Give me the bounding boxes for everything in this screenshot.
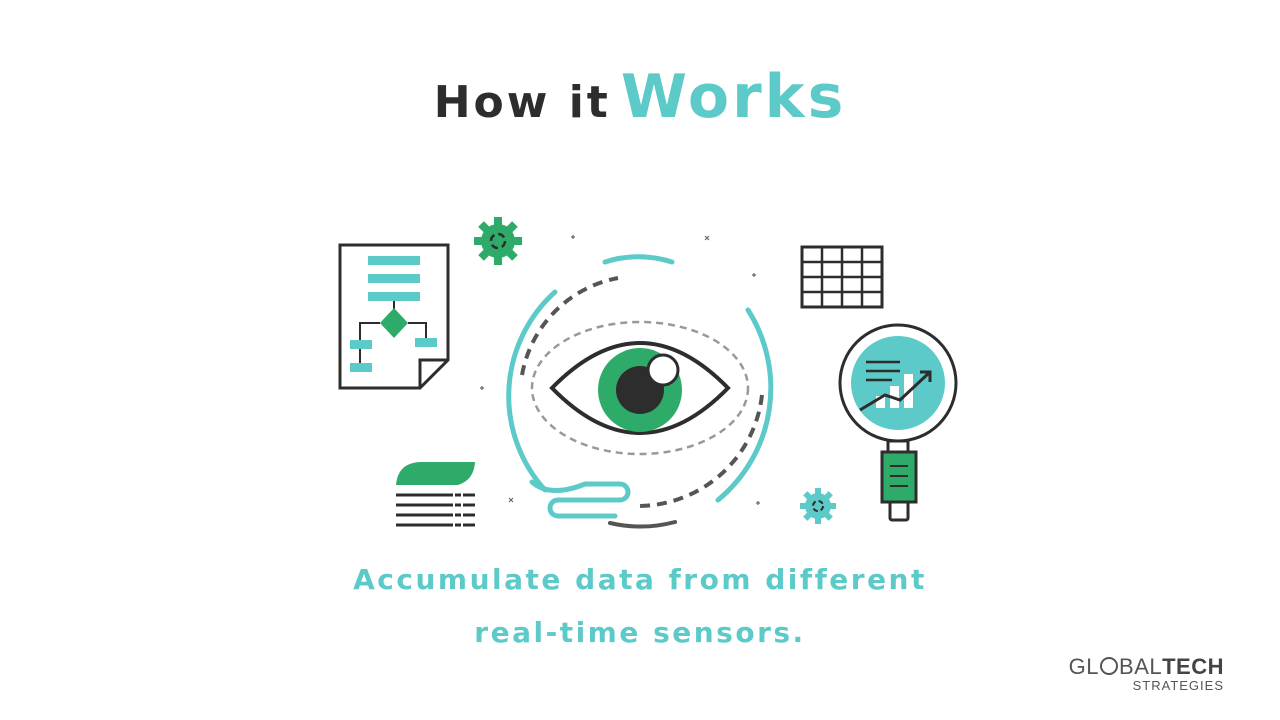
logo-text-bal: BAL [1119,654,1163,679]
caption-line-1: Accumulate data from different [353,563,927,596]
magnifier-chart-icon [838,323,958,522]
logo-wordmark: GL BALTECH [1069,656,1224,678]
globaltech-logo: GL BALTECH STRATEGIES [1069,656,1224,693]
logo-text-gl: GL [1068,654,1100,679]
sparkle-decorations [480,235,760,505]
logo-text-tech: TECH [1162,654,1224,679]
eye-icon [506,254,774,529]
document-lines-icon [396,462,475,530]
globe-icon [1100,657,1119,675]
spreadsheet-icon [800,245,884,309]
flowchart-document-icon [338,243,450,390]
gear-icon [474,217,522,265]
caption-line-2: real-time sensors. [474,616,806,649]
title-highlight: Works [620,62,847,132]
logo-subtitle: STRATEGIES [1132,678,1224,693]
eye-analytics-illustration [338,217,958,530]
small-gear-icon [800,488,836,524]
title-prefix: How it [433,77,611,128]
